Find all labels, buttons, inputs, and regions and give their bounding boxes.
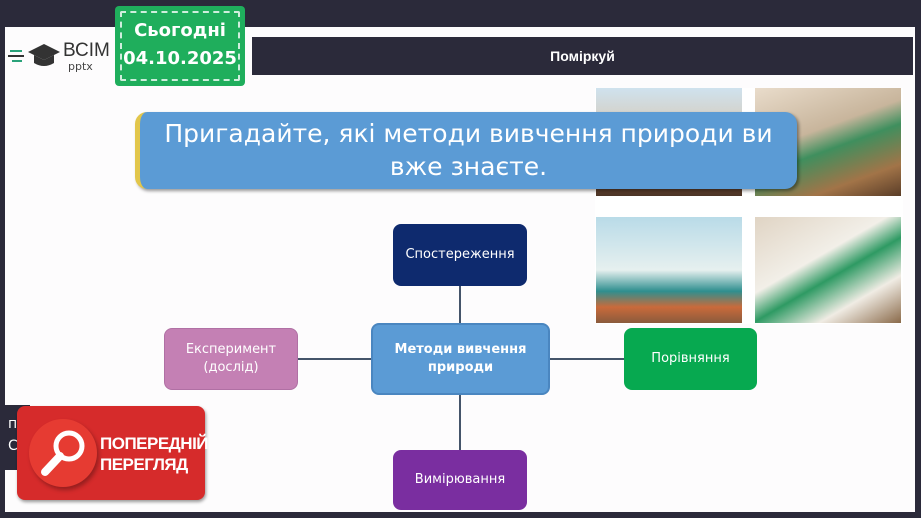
preview-badge[interactable]: ПОПЕРЕДНІЙ ПЕРЕГЛЯД	[17, 406, 209, 500]
node-center: Методи вивчення природи	[371, 323, 550, 395]
logo-subtext: pptx	[68, 60, 93, 73]
question-box: Пригадайте, які методи вивчення природи …	[135, 112, 797, 189]
node-measurement: Вимірювання	[393, 450, 527, 510]
hidden-text: п	[8, 416, 18, 432]
connector-right	[550, 358, 624, 360]
date-label: Сьогодні	[134, 20, 226, 41]
illustration-grid	[595, 88, 903, 324]
node-experiment: Експеримент (дослід)	[164, 328, 298, 390]
date-tag: Сьогодні 04.10.2025	[115, 6, 245, 86]
slide-title: Поміркуй	[252, 37, 913, 75]
preview-line2: ПЕРЕГЛЯД	[100, 455, 188, 474]
node-observation: Спостереження	[393, 224, 527, 286]
vsim-logo: ВСІМ pptx	[8, 40, 118, 76]
magnifier-icon	[29, 419, 97, 487]
logo-text: ВСІМ	[63, 40, 110, 61]
graduation-cap-icon	[8, 44, 60, 66]
connector-bottom	[459, 395, 461, 450]
preview-line1: ПОПЕРЕДНІЙ	[100, 434, 209, 453]
illustration-binoculars	[596, 217, 742, 323]
connector-left	[298, 358, 371, 360]
illustration-teacher-chart	[755, 217, 901, 323]
connector-top	[459, 286, 461, 323]
hidden-text: С	[8, 438, 18, 454]
node-comparison: Порівняння	[624, 328, 757, 390]
date-value: 04.10.2025	[123, 48, 237, 69]
